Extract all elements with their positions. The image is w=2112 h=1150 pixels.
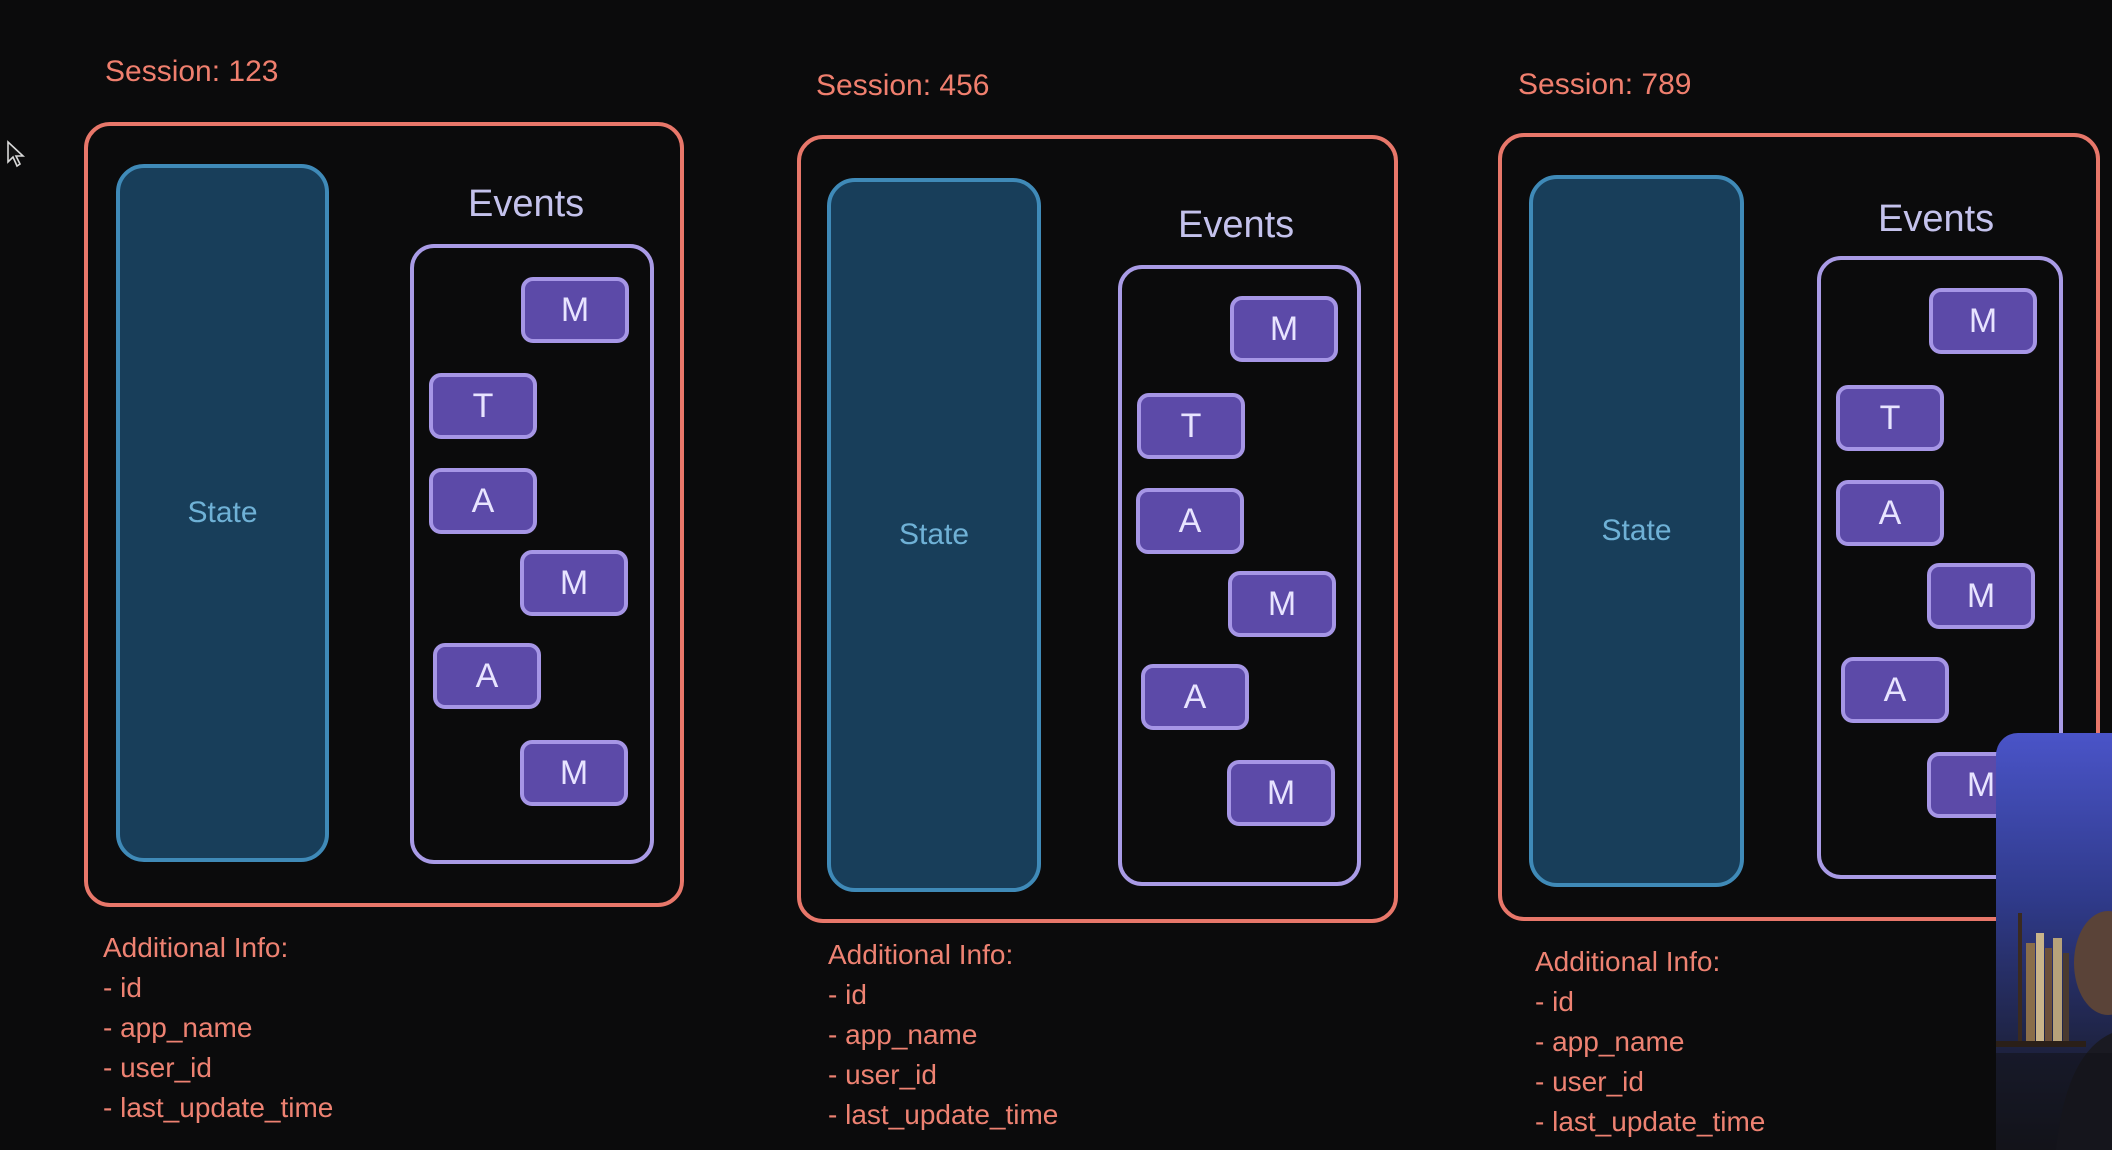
additional-info-2: Additional Info: - id - app_name - user_…	[828, 935, 1058, 1135]
state-label: State	[898, 518, 970, 551]
event-chip: A	[1841, 657, 1949, 723]
state-label: State	[1601, 514, 1672, 547]
events-title-1: Events	[468, 183, 585, 225]
additional-info-1: Additional Info: - id - app_name - user_…	[103, 928, 333, 1128]
info-title: Additional Info:	[103, 932, 289, 963]
state-box-3: State	[1529, 175, 1744, 887]
info-item: - last_update_time	[103, 1092, 334, 1123]
event-chip: M	[1929, 288, 2037, 354]
state-label: State	[187, 496, 258, 529]
info-item: - app_name	[103, 1012, 253, 1043]
info-item: - id	[828, 979, 867, 1010]
events-box-2	[1118, 265, 1361, 886]
session-label-1: Session: 123	[105, 55, 279, 88]
event-chip: M	[1927, 563, 2035, 629]
info-item: - user_id	[103, 1052, 212, 1083]
session-box-1	[84, 122, 684, 907]
info-item: - user_id	[1535, 1066, 1644, 1097]
event-chip: M	[1227, 760, 1335, 826]
session-label-2: Session: 456	[816, 69, 990, 102]
events-box-3	[1817, 256, 2063, 879]
presenter-webcam-overlay	[1996, 733, 2112, 1150]
events-box-1	[410, 244, 654, 864]
info-title: Additional Info:	[828, 939, 1014, 970]
event-chip: A	[429, 468, 537, 534]
event-chip: M	[520, 740, 628, 806]
session-box-3	[1498, 133, 2100, 921]
event-chip: M	[521, 277, 629, 343]
events-title-2: Events	[1178, 204, 1295, 246]
info-item: - id	[1535, 986, 1574, 1017]
info-item: - app_name	[1535, 1026, 1685, 1057]
mouse-cursor-icon	[7, 140, 26, 168]
event-chip: A	[1136, 488, 1244, 554]
info-title: Additional Info:	[1535, 946, 1721, 977]
event-chip: M	[520, 550, 628, 616]
state-box-1: State	[116, 164, 329, 862]
info-item: - last_update_time	[1535, 1106, 1766, 1137]
webcam-scene-icon	[1996, 911, 2112, 1150]
info-item: - app_name	[828, 1019, 978, 1050]
event-chip: T	[1137, 393, 1245, 459]
event-chip: A	[1141, 664, 1249, 730]
session-label-3: Session: 789	[1518, 68, 1692, 101]
event-chip: A	[1836, 480, 1944, 546]
additional-info-3: Additional Info: - id - app_name - user_…	[1535, 942, 1765, 1142]
state-box-2: State	[827, 178, 1041, 892]
event-chip: T	[429, 373, 537, 439]
info-item: - last_update_time	[828, 1099, 1059, 1130]
event-chip: M	[1228, 571, 1336, 637]
event-chip: M	[1230, 296, 1338, 362]
session-box-2	[797, 135, 1398, 923]
info-item: - user_id	[828, 1059, 937, 1090]
info-item: - id	[103, 972, 142, 1003]
events-title-3: Events	[1878, 198, 1995, 240]
event-chip: A	[433, 643, 541, 709]
event-chip: T	[1836, 385, 1944, 451]
